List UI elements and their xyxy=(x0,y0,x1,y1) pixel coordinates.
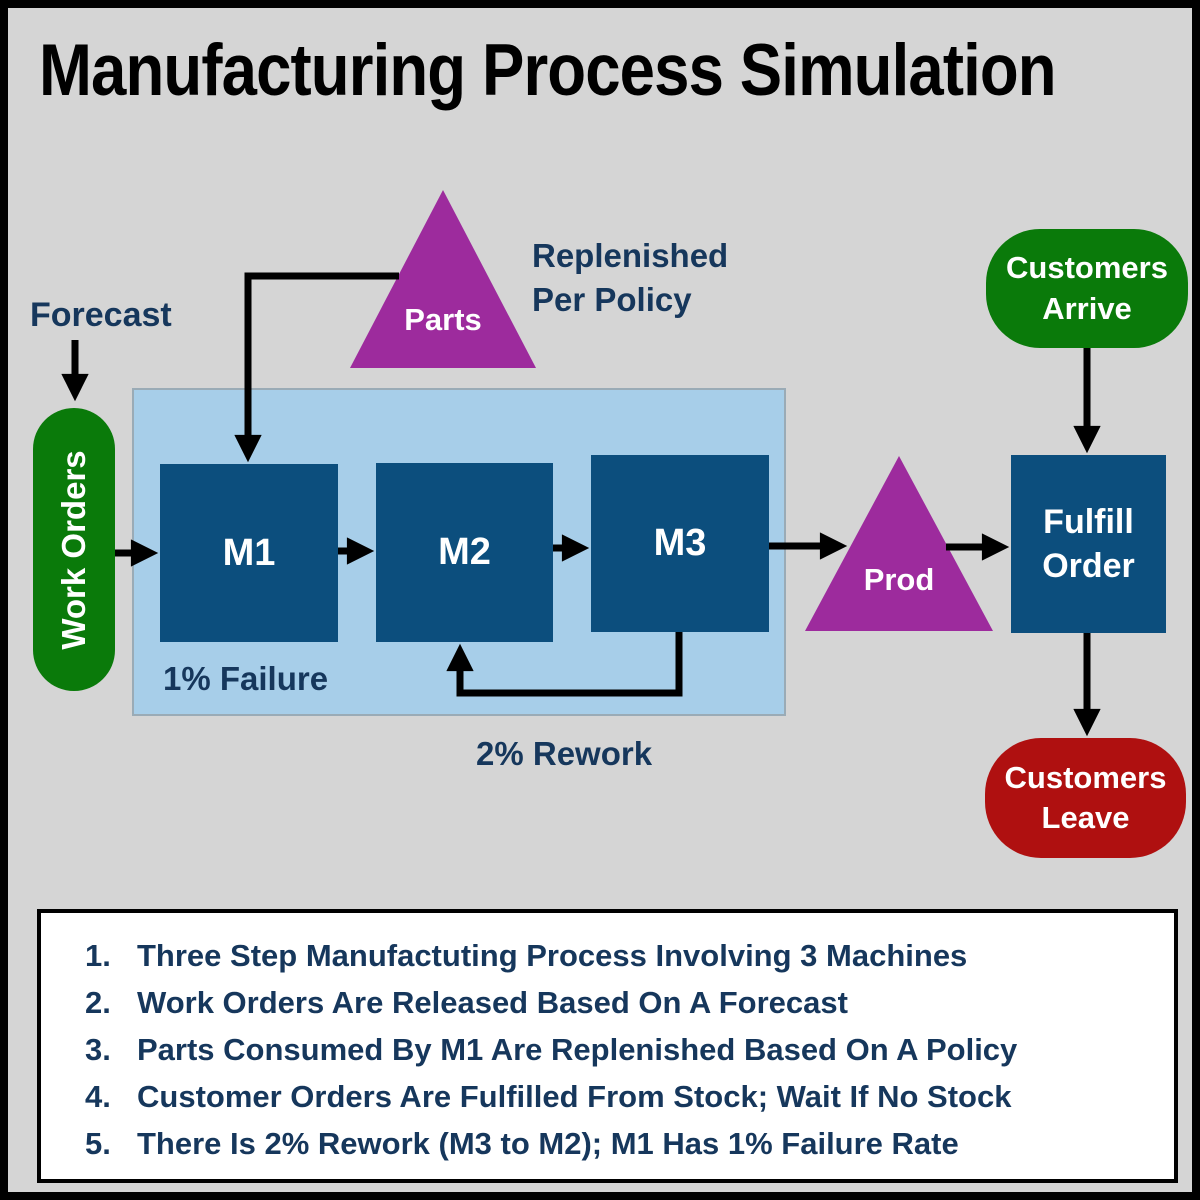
failure-rate-label: 1% Failure xyxy=(163,660,329,697)
fulfill-order-label: Fulfill Order xyxy=(1042,502,1135,585)
prod-label: Prod xyxy=(863,562,935,598)
machine-m2-label: M2 xyxy=(438,531,491,573)
fulfill-order-node: Fulfill Order xyxy=(1011,455,1166,633)
machine-m3-node: M3 xyxy=(591,455,769,632)
customers-leave-node: Customers Leave xyxy=(985,738,1186,858)
rework-label: 2% Rework xyxy=(476,735,653,772)
customers-arrive-label: Customers Arrive xyxy=(1006,250,1168,326)
replenished-policy-label: Replenished Per Policy xyxy=(532,237,729,318)
forecast-label: Forecast xyxy=(30,296,172,334)
note-item: 3. Parts Consumed By M1 Are Replenished … xyxy=(85,1031,1018,1067)
machine-m2-node: M2 xyxy=(376,463,553,642)
product-inventory-triangle: Prod xyxy=(805,456,993,631)
parts-label: Parts xyxy=(404,301,482,337)
work-orders-label: Work Orders xyxy=(55,449,92,650)
parts-inventory-triangle: Parts xyxy=(350,190,536,368)
note-item: 2. Work Orders Are Released Based On A F… xyxy=(85,984,848,1020)
page-title: Manufacturing Process Simulation xyxy=(39,30,1057,111)
machine-m1-label: M1 xyxy=(222,531,276,574)
note-item: 1. Three Step Manufactuting Process Invo… xyxy=(85,937,968,973)
machine-m1-node: M1 xyxy=(160,464,338,642)
customers-arrive-node: Customers Arrive xyxy=(986,229,1188,348)
note-item: 4. Customer Orders Are Fulfilled From St… xyxy=(85,1078,1012,1114)
notes-panel: 1. Three Step Manufactuting Process Invo… xyxy=(37,909,1178,1183)
work-orders-node: Work Orders xyxy=(33,408,115,691)
note-item: 5. There Is 2% Rework (M3 to M2); M1 Has… xyxy=(85,1125,959,1161)
machine-m3-label: M3 xyxy=(653,522,707,564)
customers-leave-label: Customers Leave xyxy=(1004,759,1167,835)
